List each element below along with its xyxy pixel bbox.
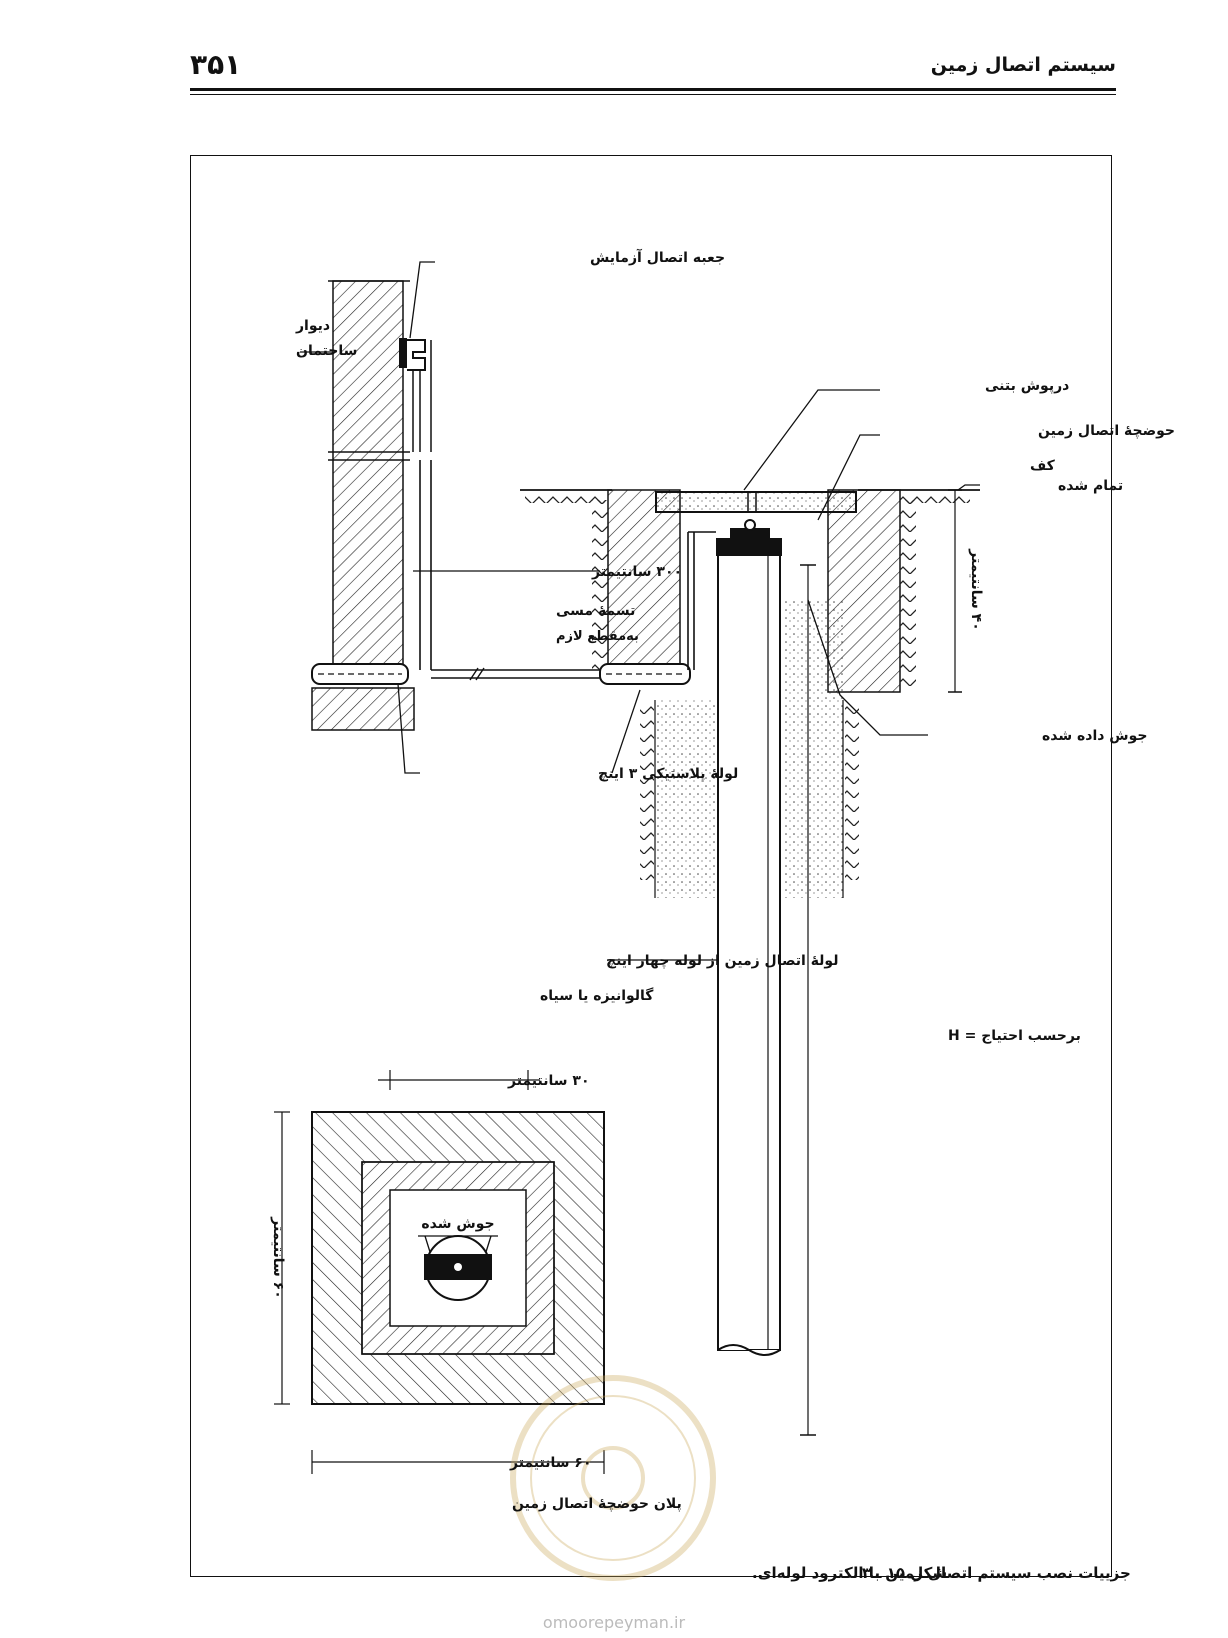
label-welded: جوش داده شده <box>1042 728 1148 744</box>
label-concrete-lid: درپوش بتنی <box>985 378 1069 394</box>
label-dim-300: ۳۰۰ سانتیمتر <box>591 564 682 580</box>
label-wall-line1: دیوار <box>295 318 330 334</box>
caption-text: جزییات نصب سیستم اتصال زمین با الکترود ل… <box>752 1564 1131 1582</box>
label-floor-line2: تمام شده <box>1058 478 1123 494</box>
label-wall-line2: ساختمان <box>296 343 357 359</box>
backfill <box>640 600 859 898</box>
chapter-title: سیستم اتصال زمین <box>930 54 1116 76</box>
label-copper-line2: به‌مقطع لازم <box>556 629 639 644</box>
concrete-lid <box>655 491 857 513</box>
label-plan-dim-60-bottom: ۶۰ سانتیمتر <box>509 1455 592 1471</box>
label-h: برحسب احتیاج = H <box>948 1028 1081 1044</box>
leaders <box>300 261 980 961</box>
earth-electrode-pipe <box>716 519 782 1356</box>
plastic-pipe-left <box>311 663 415 731</box>
dim-h <box>800 564 816 1436</box>
label-test-box: جعبه اتصال آزمایش <box>590 248 725 266</box>
label-plan-dim-60-side: ۶۰ سانتیمتر <box>270 1216 286 1299</box>
test-box <box>399 338 432 452</box>
watermark-seal <box>510 1375 716 1581</box>
label-plastic-pipe: لولهٔ پلاستیکی ۳ اینچ <box>598 766 738 782</box>
plan-view <box>311 1111 605 1405</box>
building-wall <box>328 280 410 666</box>
header-rule-thin <box>190 94 1116 95</box>
label-plan-welded: جوش شده <box>421 1216 494 1232</box>
label-earth-pit: حوضچهٔ اتصال زمین <box>1038 423 1175 439</box>
label-dim-40: ۴۰ سانتیمتر <box>968 548 984 631</box>
dim-40 <box>948 489 962 693</box>
header-rule-thick <box>190 88 1116 91</box>
plastic-pipe-pit <box>599 531 716 685</box>
page-number: ۳۵۱ <box>190 48 242 81</box>
label-floor-line1: کف <box>1030 458 1056 474</box>
label-copper-line1: تسمهٔ مسی <box>556 603 635 619</box>
copper-strip <box>419 460 600 681</box>
label-plan-dim-30: ۳۰ سانتیمتر <box>507 1073 590 1089</box>
watermark-site: omoorepeyman.ir <box>543 1613 686 1632</box>
label-plan-title: پلان حوضچهٔ اتصال زمین <box>512 1496 682 1512</box>
pit-wall-left <box>592 489 681 673</box>
label-earth-pipe-line2: گالوانیزه یا سیاه <box>540 987 654 1004</box>
caption-number: شکل ۱۵ ـ ۳ <box>862 1564 947 1582</box>
figure-frame <box>190 155 1112 1577</box>
plan-dims <box>274 1070 605 1474</box>
label-earth-pipe-line1: لولهٔ اتصال زمین از لوله چهار اینچ <box>606 953 838 969</box>
